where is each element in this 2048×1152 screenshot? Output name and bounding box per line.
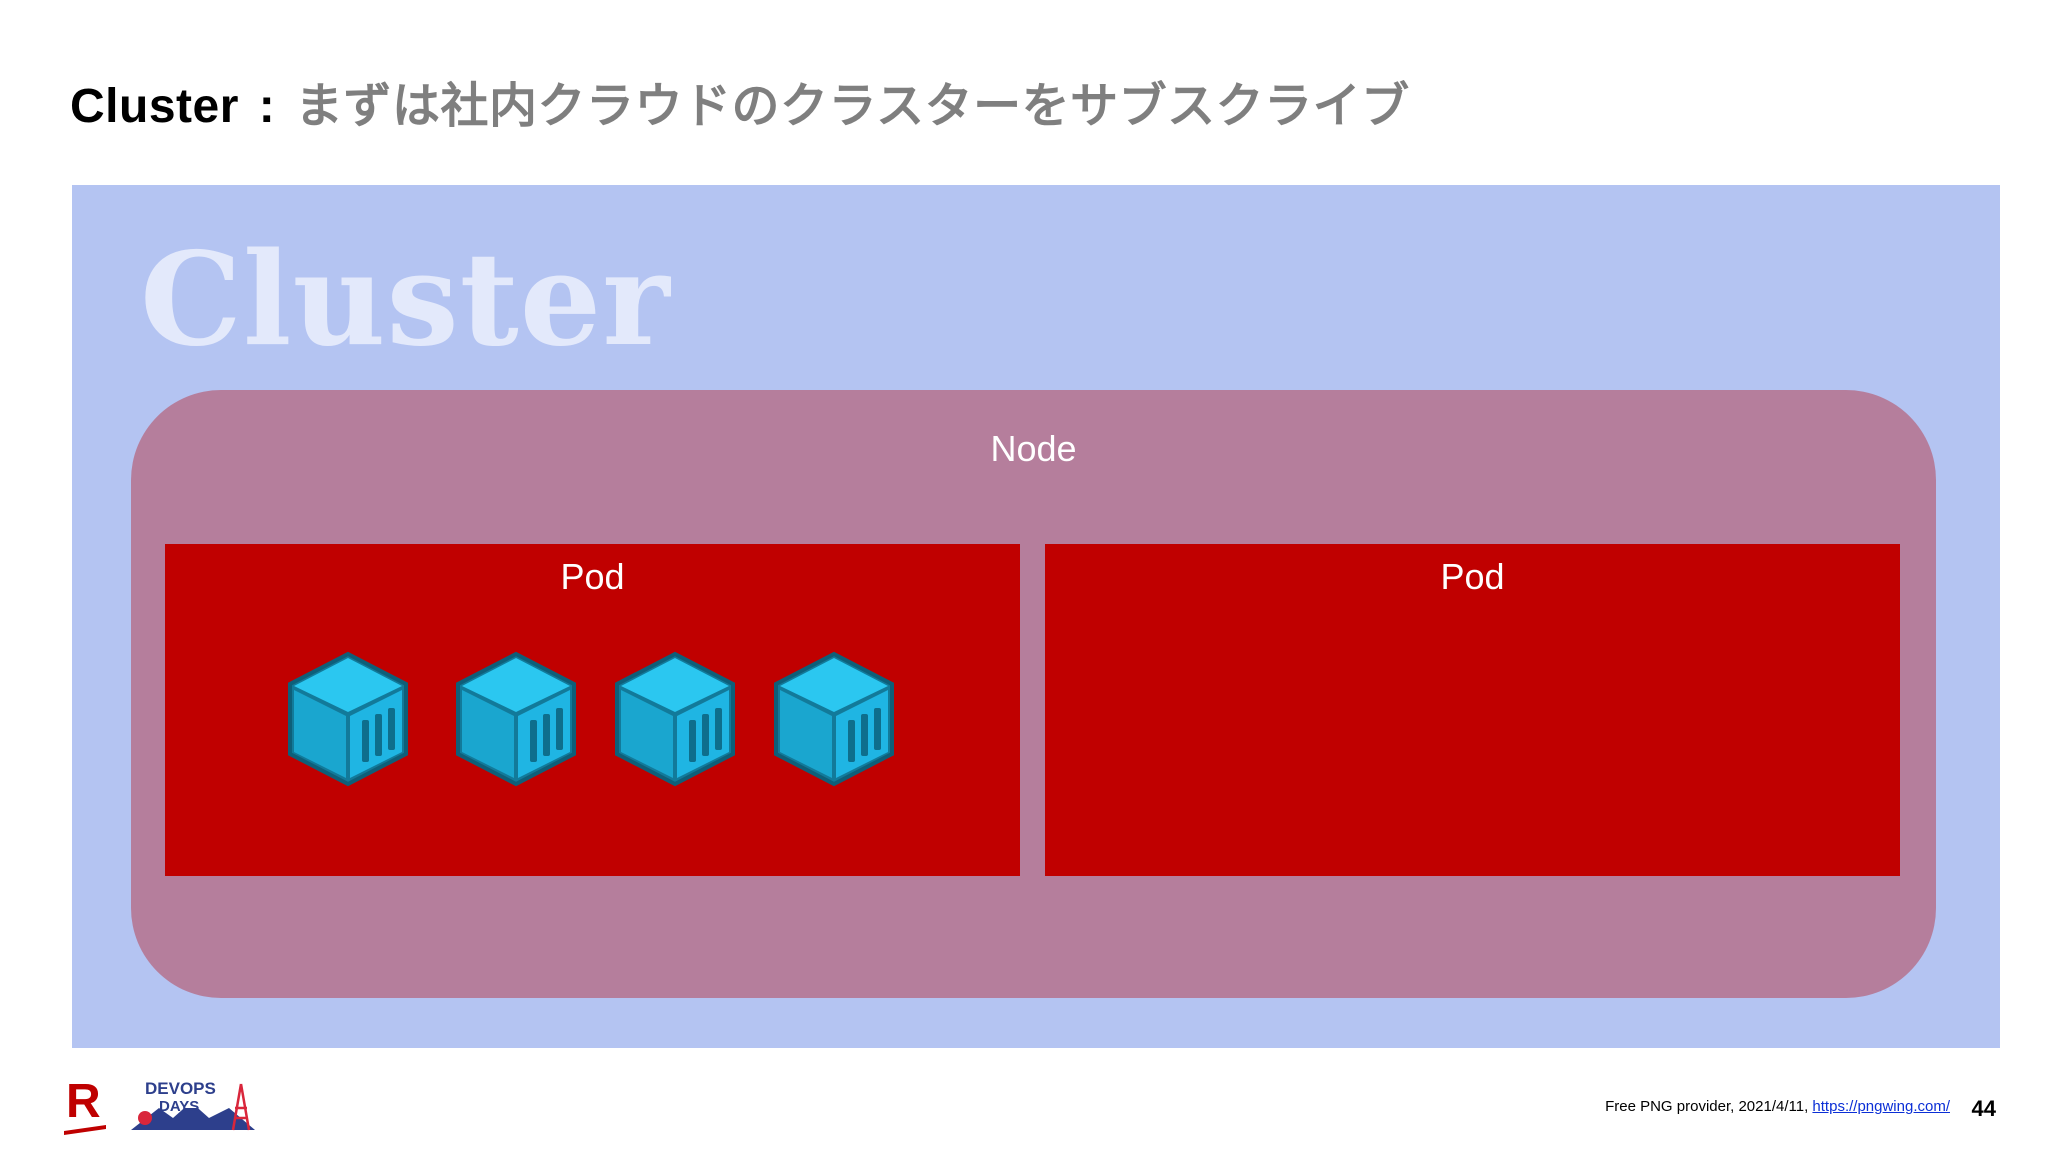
pod-label-2: Pod [1440,556,1505,597]
container-icon [613,650,737,788]
title-subtitle: まずは社内クラウドのクラスターをサブスクライブ [295,80,1410,133]
pod-box-2: Pod [1045,544,1900,876]
pod-label-1: Pod [560,556,625,597]
node-label: Node [990,428,1077,469]
credit-text: Free PNG provider, 2021/4/11, [1605,1098,1809,1115]
container-icon [454,650,578,788]
rakuten-logo-letter: R [66,1075,101,1128]
svg-text:DAYS: DAYS [159,1098,199,1115]
title-main: Cluster [70,80,239,133]
credit-link[interactable]: https://pngwing.com/ [1812,1098,1950,1115]
pod-box-1: Pod [165,544,1020,876]
svg-text:DEVOPS: DEVOPS [145,1079,216,1098]
cluster-box: Cluster Node Pod Pod [72,185,2000,1048]
slide-title: Cluster : まずは社内クラウドのクラスターをサブスクライブ [70,66,1410,136]
image-credit: Free PNG provider, 2021/4/11, https://pn… [1605,1098,1950,1115]
cluster-label: Cluster [140,225,671,375]
container-icon [286,650,410,788]
container-icon [772,650,896,788]
page-number: 44 [1971,1096,1996,1121]
devopsdays-logo: DEVOPS DAYS [129,1078,259,1132]
rakuten-logo: R [64,1075,106,1135]
node-box: Node Pod Pod [131,390,1936,998]
title-separator: : [258,80,276,133]
